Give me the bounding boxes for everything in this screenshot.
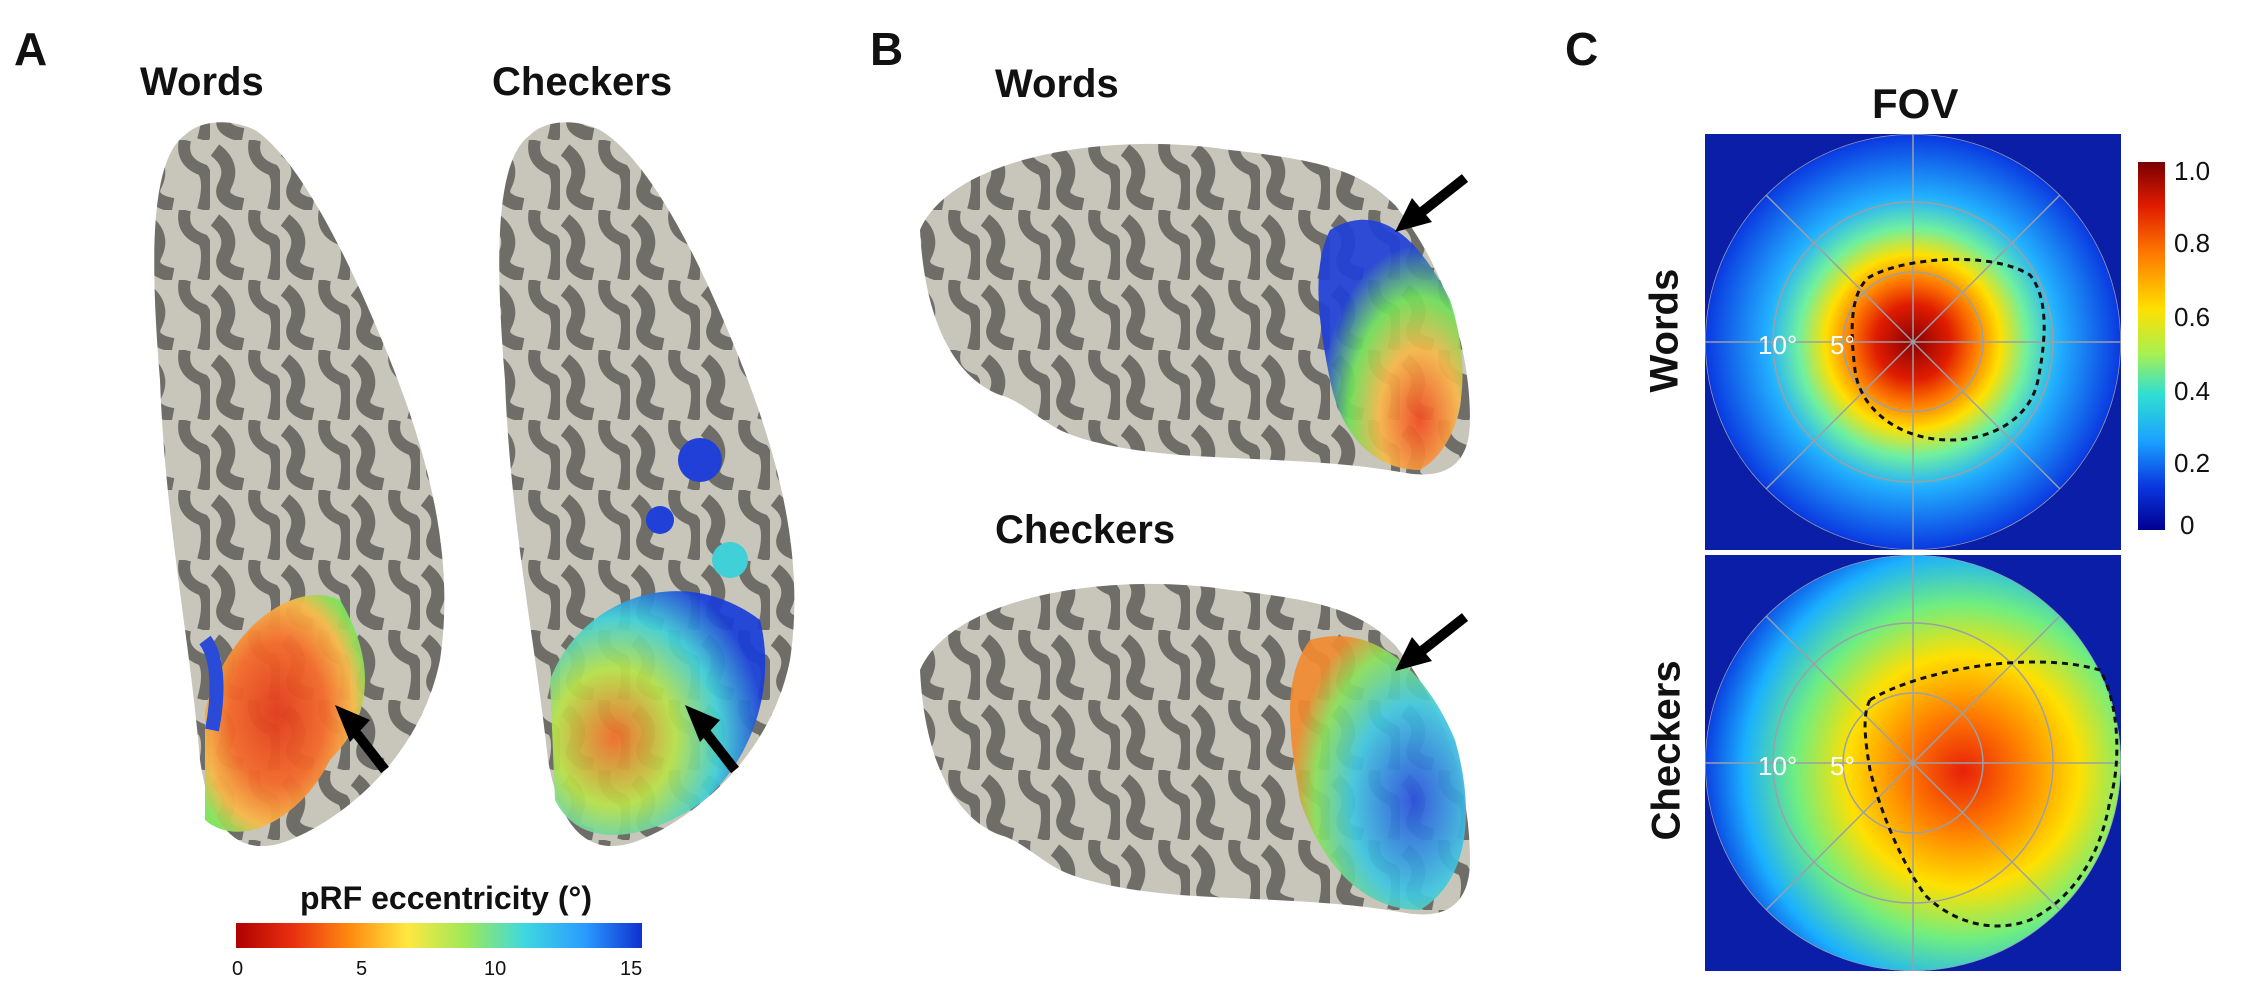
panel-b-checkers-label: Checkers [995, 508, 1176, 552]
panel-a-words-label: Words [140, 60, 264, 104]
panel-c-cb-tick-1: 1.0 [2174, 156, 2211, 186]
words-ventral-surface [154, 122, 445, 847]
fov-words-label-5: 5° [1830, 330, 1855, 360]
fov-checkers-label-10: 10° [1758, 751, 1798, 781]
panel-c-cb-tick-06: 0.6 [2174, 302, 2211, 332]
fov-checkers-plot [1705, 555, 2121, 971]
panel-c-cb-tick-0: 0 [2180, 510, 2195, 540]
panel-a-tick-10: 10 [484, 958, 507, 980]
fov-words-label-10: 10° [1758, 330, 1798, 360]
fov-words-plot [1705, 134, 2121, 550]
panel-b-arrows [1395, 174, 1469, 671]
panel-c-title: FOV [1872, 80, 1959, 127]
checkers-ventral-surface [499, 122, 795, 847]
words-lateral-surface [920, 143, 1470, 475]
panel-a-tick-5: 5 [356, 958, 368, 980]
panel-c-colorbar [2138, 162, 2165, 530]
fov-checkers-label-5: 5° [1830, 751, 1855, 781]
panel-a-checkers-label: Checkers [492, 60, 673, 104]
panel-b-brains [920, 143, 1470, 915]
panel-b-words-label: Words [995, 62, 1119, 106]
panel-c-cb-tick-04: 0.4 [2174, 376, 2211, 406]
panel-a-colorbar-title: pRF eccentricity (°) [300, 880, 592, 916]
checkers-lateral-surface [920, 583, 1470, 915]
panel-a-tick-15: 15 [620, 958, 643, 980]
panel-letter-c: C [1565, 23, 1599, 75]
panel-c-cb-tick-08: 0.8 [2174, 228, 2211, 258]
panel-letter-a: A [14, 23, 48, 75]
panel-c-cb-tick-02: 0.2 [2174, 448, 2211, 478]
panel-a-brains [154, 122, 795, 948]
panel-a-colorbar [236, 923, 642, 948]
panel-letter-b: B [870, 23, 904, 75]
panel-a-arrows [335, 705, 739, 774]
panel-a-tick-0: 0 [232, 958, 244, 980]
